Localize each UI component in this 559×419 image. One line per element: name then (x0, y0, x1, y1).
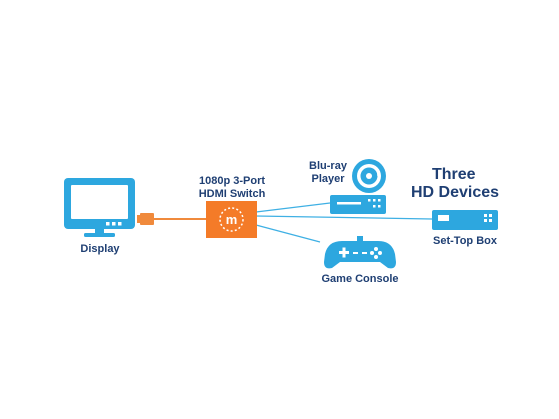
monitor-icon (64, 178, 135, 237)
heading-line2: HD Devices (411, 184, 500, 201)
console-label: Game Console (321, 273, 399, 285)
gamepad-icon (324, 236, 396, 269)
bluray-label-line1: Blu-ray (309, 160, 347, 172)
hdmi-switch-icon: m (206, 201, 257, 238)
switch-label-line1: 1080p 3-Port (198, 175, 266, 187)
settop-label: Set-Top Box (433, 235, 497, 247)
hdmi-cable (137, 213, 206, 225)
bluray-player-icon (330, 159, 386, 214)
connection-lines (255, 202, 433, 243)
link-to-console (255, 224, 321, 243)
bluray-label-line2: Player (311, 173, 345, 185)
switch-logo-letter: m (226, 212, 238, 227)
set-top-box-icon (432, 210, 498, 230)
switch-label-line2: HDMI Switch (198, 188, 266, 200)
link-to-bluray (255, 202, 331, 213)
link-to-settop (255, 215, 433, 220)
display-label: Display (80, 243, 120, 255)
heading-line1: Three (432, 166, 476, 183)
